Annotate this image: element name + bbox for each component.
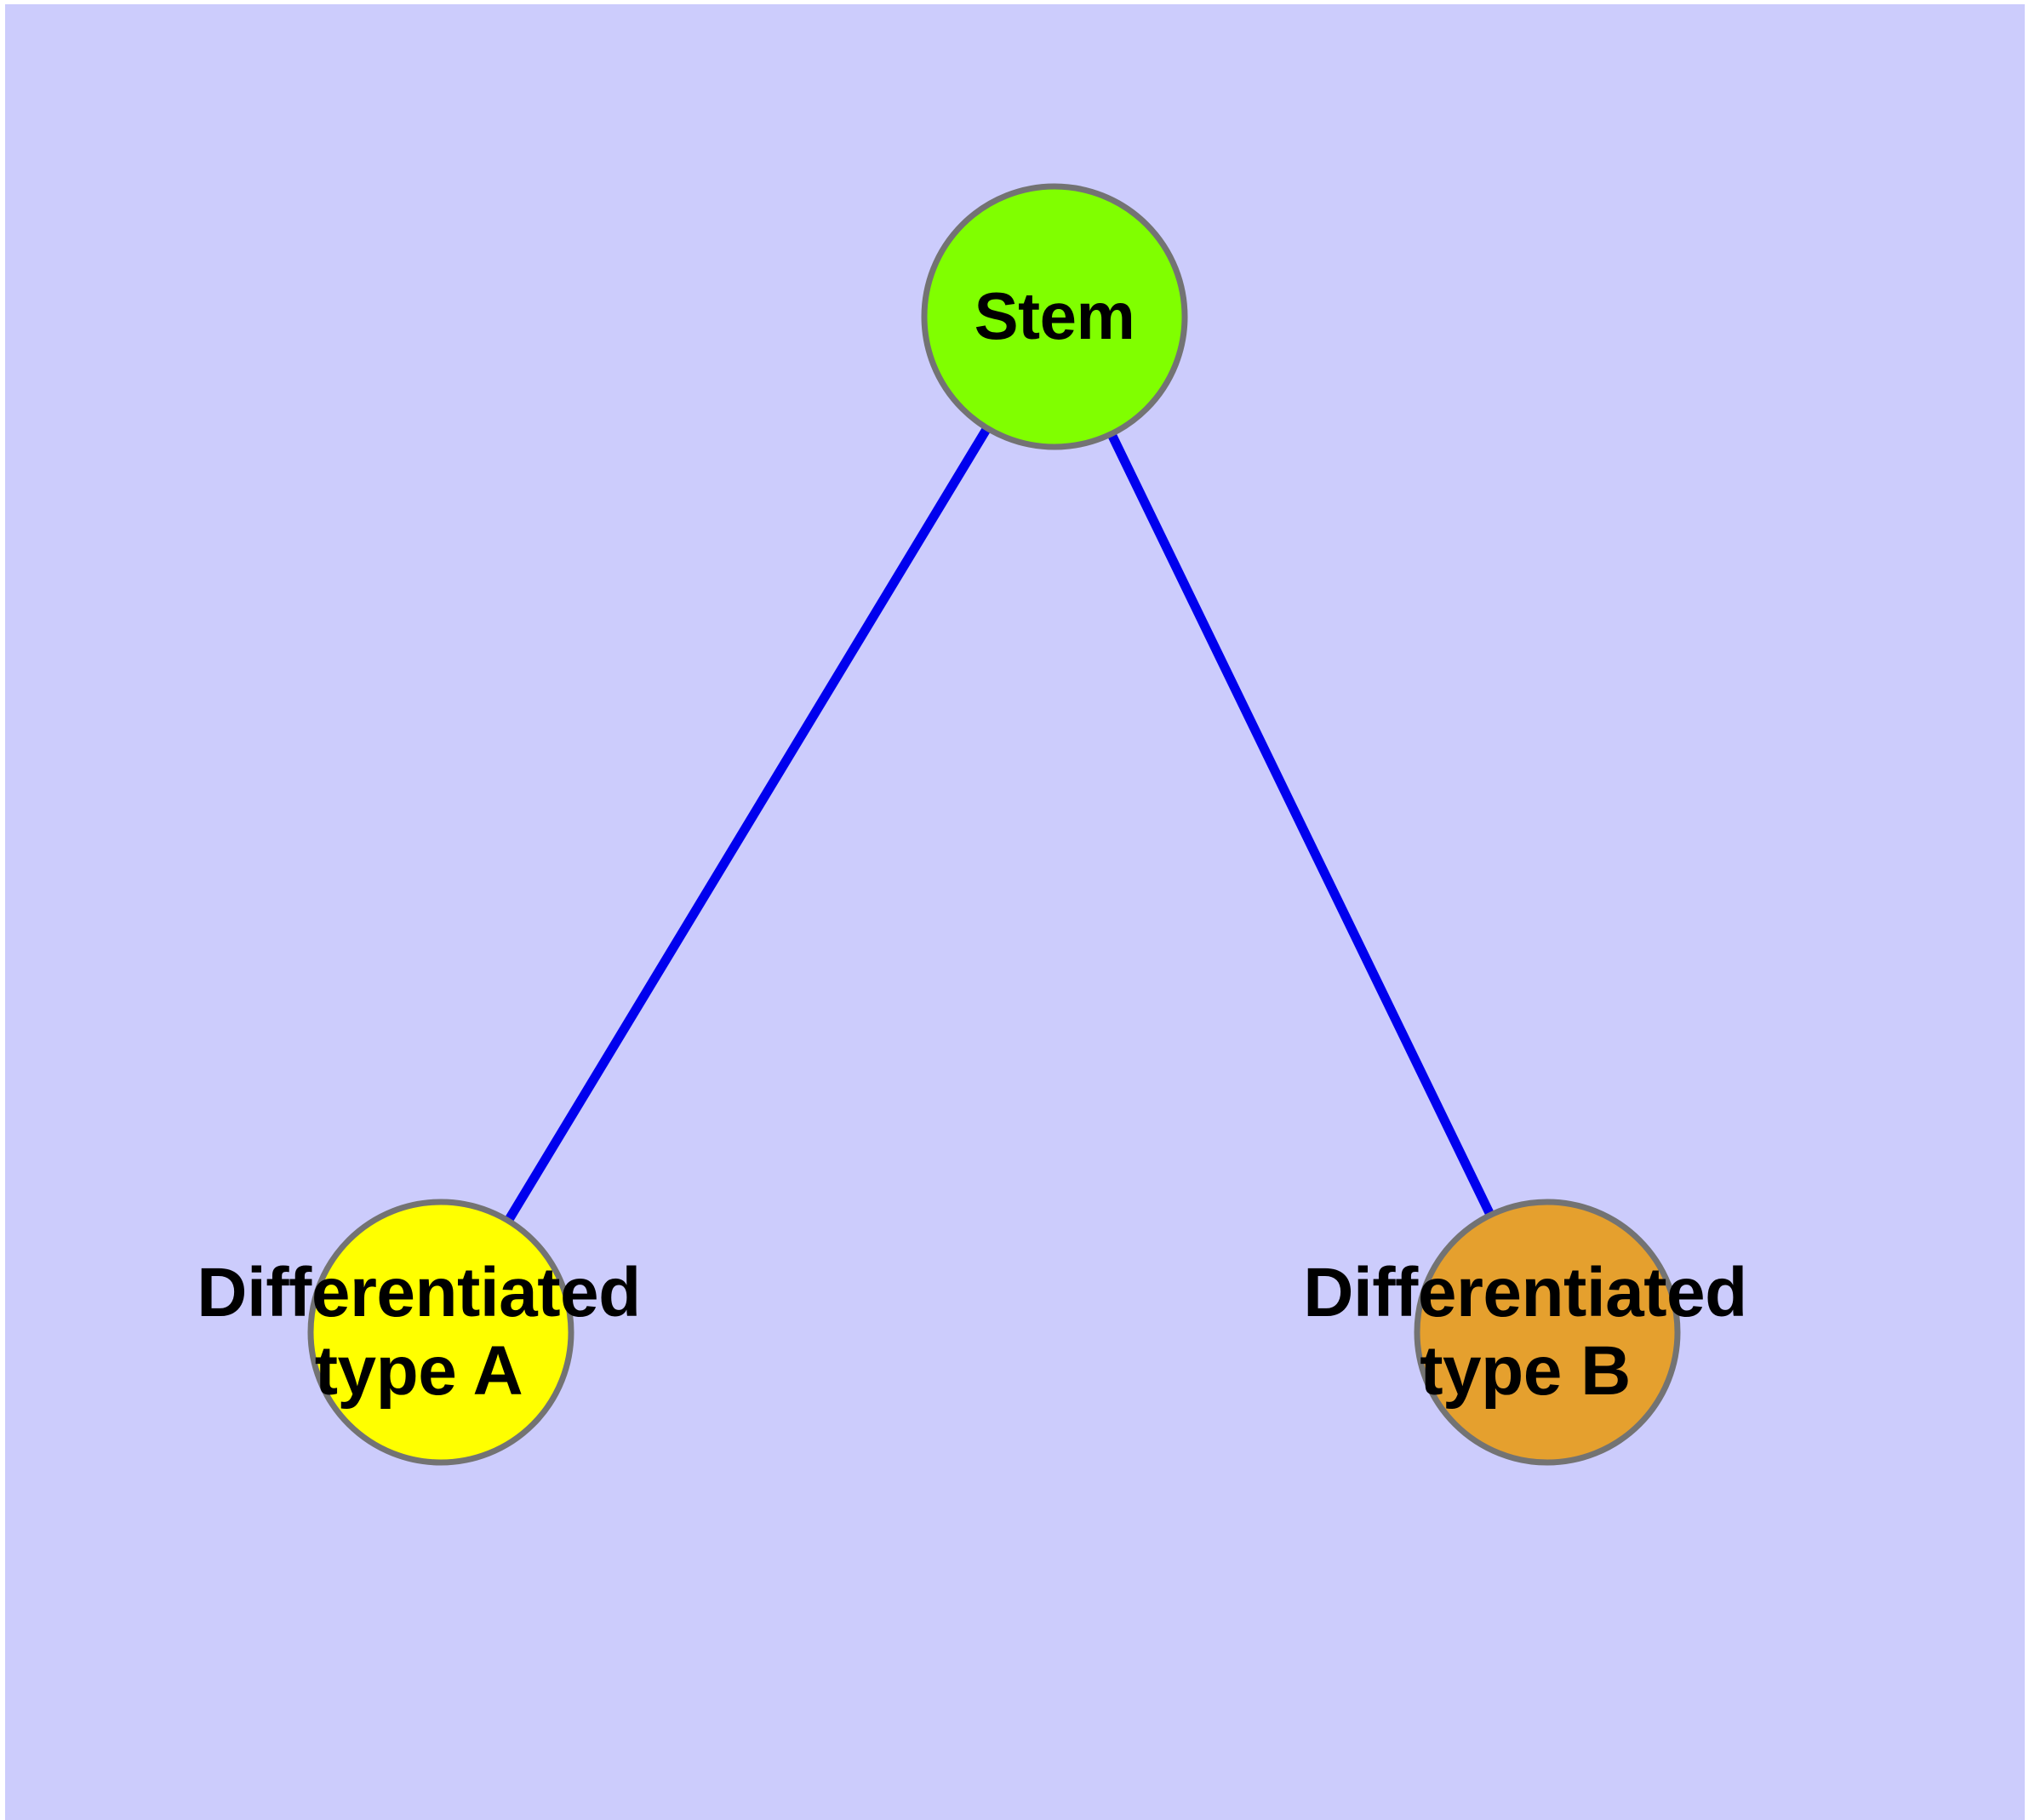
edge-stem-to-differentiated-type-b[interactable] (1106, 432, 1495, 1217)
node-differentiated-type-a[interactable] (307, 1199, 574, 1466)
nodes-group (307, 183, 1681, 1466)
node-differentiated-type-b[interactable] (1414, 1199, 1681, 1466)
edges-group (504, 426, 1495, 1223)
edge-stem-to-differentiated-type-a[interactable] (504, 426, 992, 1223)
node-stem[interactable] (921, 183, 1188, 450)
